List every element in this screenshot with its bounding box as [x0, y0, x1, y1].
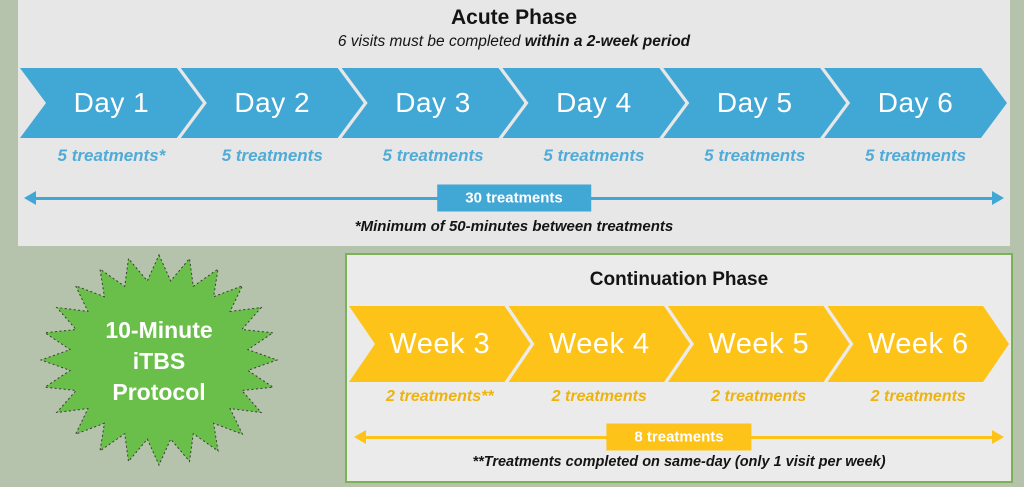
chevron-arrow-shape: Day 1 — [20, 68, 203, 138]
chevron-label: Day 5 — [716, 87, 793, 118]
protocol-badge-text: 10-Minute iTBS Protocol — [38, 252, 280, 470]
chevron-arrow-shape: Week 5 — [668, 306, 850, 382]
chevron-arrow-shape: Week 4 — [509, 306, 691, 382]
chevron-arrow-shape: Week 3 — [349, 306, 531, 382]
chevron-label: Day 4 — [556, 87, 632, 118]
acute-subtitle-prefix: 6 visits must be completed — [337, 33, 525, 50]
chevron-week-5: Week 5 2 treatments — [668, 306, 850, 406]
chevron-sub-label: 5 treatments — [704, 146, 806, 165]
chevron-label: Week 6 — [867, 327, 969, 360]
chevron-sub-label: 5 treatments — [865, 146, 967, 165]
chevron-sub-label: 2 treatments — [551, 388, 647, 405]
starburst-icon — [39, 253, 279, 467]
chevron-day-3: Day 3 5 treatments — [342, 68, 525, 166]
acute-phase-title: Acute Phase — [450, 6, 578, 29]
chevron-day-2: Day 2 5 treatments — [181, 68, 364, 166]
chevron-day-6: Day 6 5 treatments — [824, 68, 1007, 166]
protocol-badge-line-1: 10-Minute — [105, 316, 213, 343]
chevron-day-1: Day 1 5 treatments* — [20, 68, 203, 166]
continuation-total-badge: 8 treatments — [606, 423, 752, 451]
chevron-arrow-shape: Day 6 — [824, 68, 1007, 138]
chevron-sub-label: 2 treatments — [870, 388, 966, 405]
acute-phase-panel: Acute Phase 6 visits must be completed w… — [18, 0, 1010, 246]
continuation-phase-title: Continuation Phase — [589, 269, 769, 290]
chevron-arrow-shape: Day 5 — [663, 68, 846, 138]
acute-footnote: *Minimum of 50-minutes between treatment… — [354, 218, 674, 235]
chevron-sub-label: 5 treatments — [382, 146, 484, 165]
chevron-arrow-shape: Day 3 — [342, 68, 525, 138]
protocol-badge-line-3: Protocol — [112, 378, 206, 405]
chevron-week-6: Week 6 2 treatments — [828, 306, 1010, 406]
chevron-label: Day 3 — [395, 87, 471, 118]
chevron-label: Day 6 — [877, 87, 954, 118]
chevron-label: Week 5 — [708, 327, 810, 360]
protocol-badge-line-2: iTBS — [132, 347, 186, 374]
chevron-label: Week 4 — [548, 327, 650, 360]
chevron-arrow-shape: Week 6 — [828, 306, 1010, 382]
continuation-footnote: **Treatments completed on same-day (only… — [472, 454, 886, 470]
chevron-day-4: Day 4 5 treatments — [502, 68, 685, 166]
chevron-week-3: Week 3 2 treatments** — [349, 306, 531, 406]
chevron-day-5: Day 5 5 treatments — [663, 68, 846, 166]
acute-total-badge: 30 treatments — [437, 184, 591, 212]
acute-phase-subtitle: 6 visits must be completed within a 2-we… — [18, 33, 1010, 51]
continuation-arrow-right-head — [992, 430, 1004, 444]
chevron-sub-label: 5 treatments* — [57, 146, 166, 165]
chevron-sub-label: 2 treatments** — [385, 388, 494, 405]
protocol-starburst: 10-Minute iTBS Protocol — [38, 252, 280, 470]
chevron-label: Day 1 — [73, 87, 150, 118]
chevron-sub-label: 5 treatments — [221, 146, 323, 165]
chevron-sub-label: 2 treatments — [711, 388, 807, 405]
chevron-label: Week 3 — [389, 327, 491, 360]
continuation-arrow-left-head — [354, 430, 366, 444]
chevron-sub-label: 5 treatments — [543, 146, 645, 165]
chevron-arrow-shape: Day 2 — [181, 68, 364, 138]
acute-arrow-left-head — [24, 191, 36, 205]
chevron-week-4: Week 4 2 treatments — [509, 306, 691, 406]
acute-subtitle-bold: within a 2-week period — [524, 33, 691, 50]
chevron-arrow-shape: Day 4 — [502, 68, 685, 138]
acute-arrow-right-head — [992, 191, 1004, 205]
chevron-label: Day 2 — [234, 87, 311, 118]
